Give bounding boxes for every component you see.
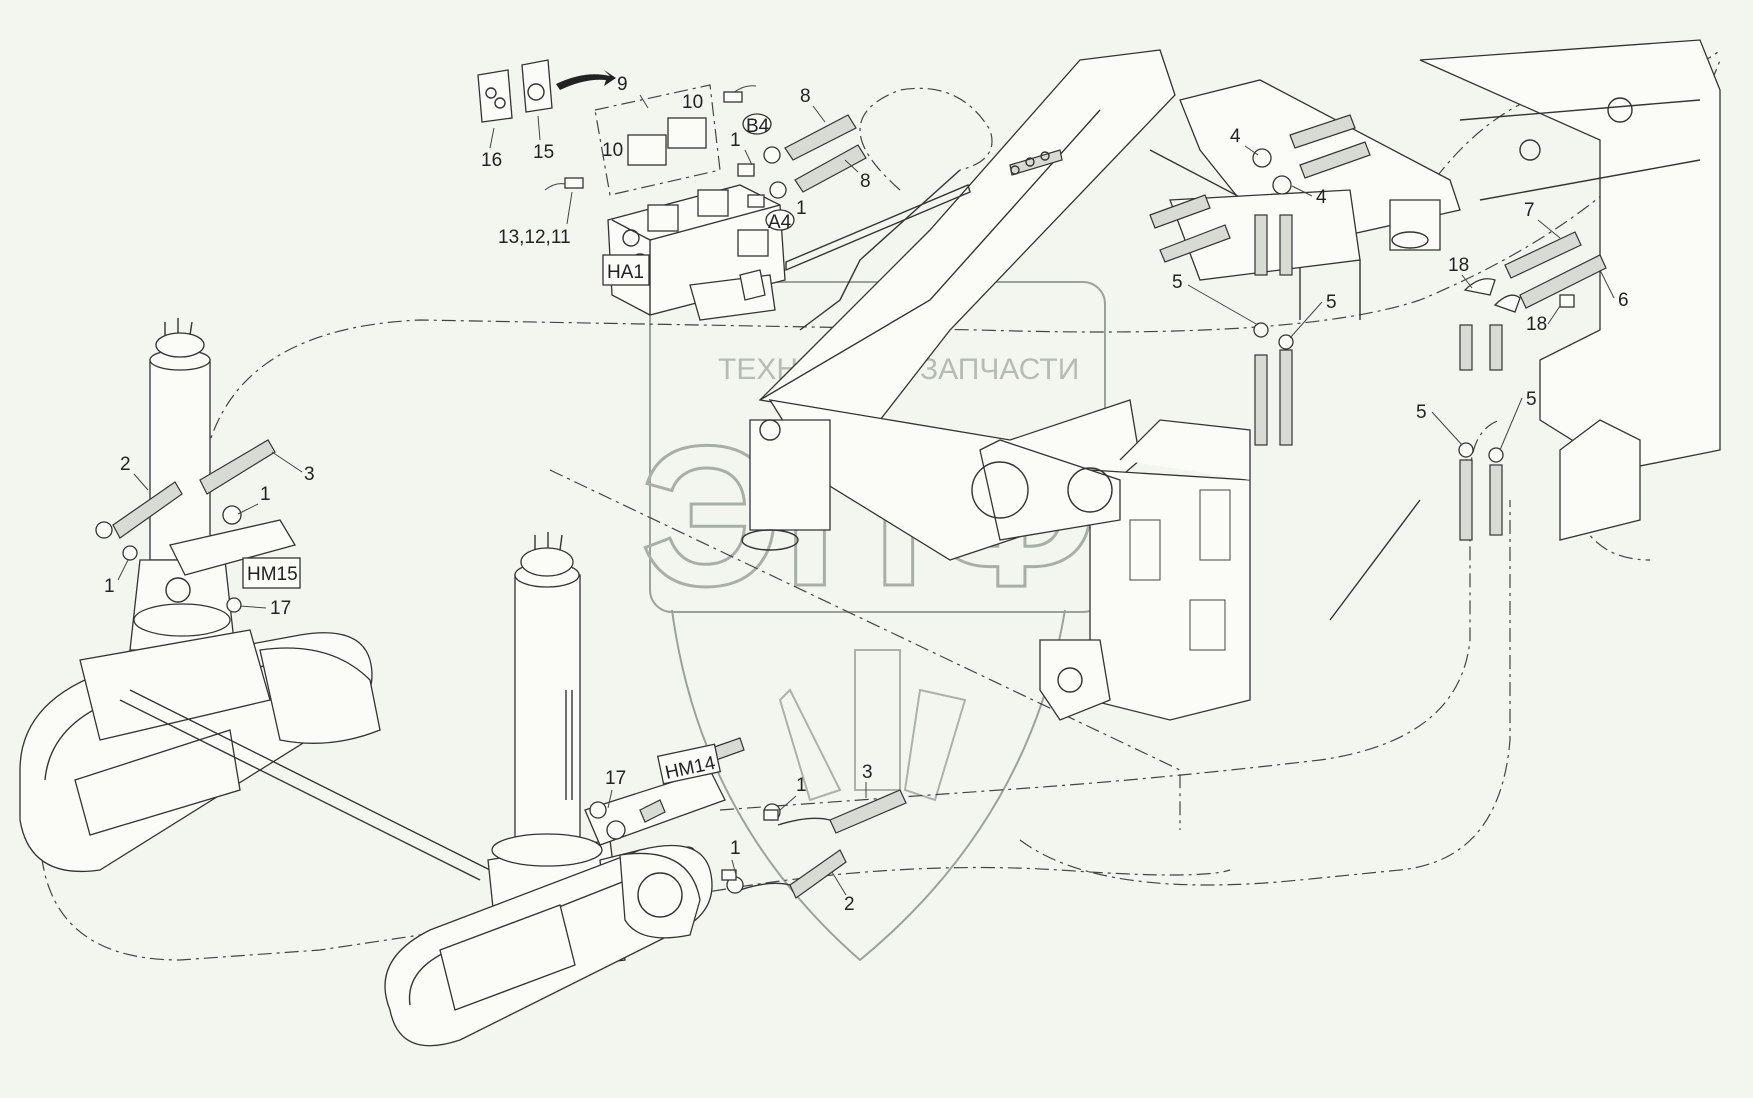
callout-10-upper: 10 [682,92,703,113]
callout-18-lower: 18 [1526,314,1547,335]
callout-5-d: 5 [1526,389,1537,410]
callout-1-mid-upper: 1 [796,775,807,796]
callout-8-upper: 8 [800,86,811,107]
callout-6: 6 [1618,290,1629,311]
callout-13-12-11: 13,12,11 [498,227,571,248]
callout-4-lower: 4 [1316,187,1327,208]
callout-15: 15 [533,142,554,163]
watermark-right-text: ЗАПЧАСТИ [920,353,1079,386]
callout-9: 9 [617,74,628,95]
boom-frame [741,39,1721,721]
lower-hoses [721,789,907,899]
tag-box-ha1 [602,254,650,286]
callout-17-mid: 17 [605,768,626,789]
callout-1-valve-lower: 1 [796,198,807,219]
watermark-shield [671,609,1066,962]
callout-5-c: 5 [1416,402,1427,423]
right-crawler-track [384,844,713,1047]
callout-3-left: 3 [304,464,315,485]
tag-box-hm14 [656,743,722,785]
callout-7: 7 [1524,200,1535,221]
callouts: 9 10 10 16 15 13,12,11 1 1 8 8 4 4 5 5 5… [104,74,1629,915]
callout-2-mid: 2 [844,894,855,915]
callout-5-b: 5 [1326,292,1337,313]
parts-kits [477,59,757,191]
callout-17-left: 17 [270,598,291,619]
callout-4-upper: 4 [1230,126,1241,147]
seal-kit-bag-15 [521,59,553,113]
tag-b4: B4 [746,116,770,137]
callout-16: 16 [481,150,502,171]
callout-1-left-upper: 1 [260,484,271,505]
cylinder-hm15: HM15 [95,318,301,651]
callout-1-valve-upper: 1 [730,130,741,151]
callout-10-lower: 10 [602,140,623,161]
electrical-connector [723,91,743,103]
callout-5-a: 5 [1172,272,1183,293]
frame-hoses [1149,114,1607,541]
tag-box-hm15 [242,557,301,589]
tag-hm15: HM15 [247,564,298,585]
arrow-icon [556,70,616,90]
callout-3-mid: 3 [862,762,873,783]
callout-1-left-lower: 1 [104,576,115,597]
valve-hoses [737,114,867,208]
connector-13-12-11 [564,177,584,189]
tag-a4: A4 [768,212,792,233]
left-crawler-track [19,629,491,881]
callout-8-lower: 8 [860,171,871,192]
port-tags: B4 A4 [742,113,795,233]
callout-2-left: 2 [120,454,131,475]
tag-ha1: HA1 [607,262,644,283]
callout-18-upper: 18 [1448,255,1469,276]
valve-block-ha1: HA1 [594,84,1063,321]
callout-1-mid-lower: 1 [730,838,741,859]
